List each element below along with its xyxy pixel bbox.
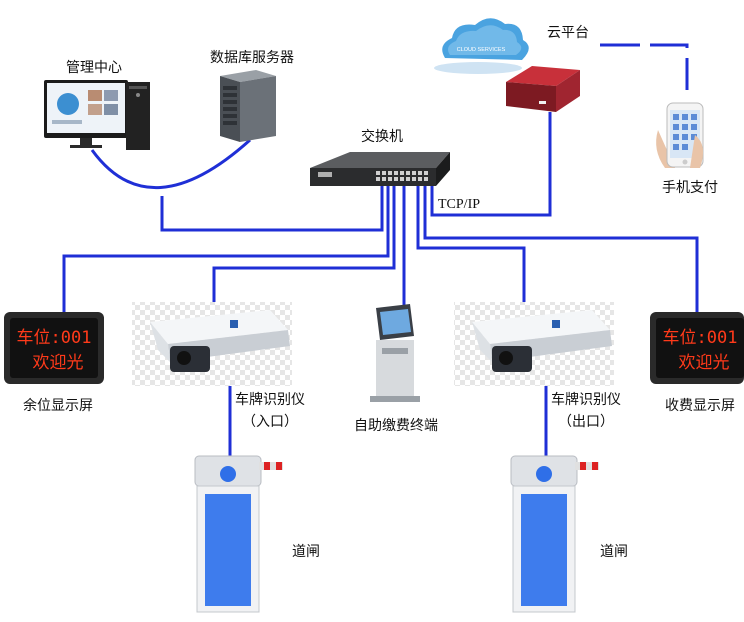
led-display-icon: 车位:001 欢迎光: [650, 312, 744, 384]
label-self-pay-terminal: 自助缴费终端: [354, 418, 438, 434]
led-display-icon: 车位:001 欢迎光: [4, 312, 104, 384]
label-management: 管理中心: [66, 60, 122, 76]
wire-switch-remaining-display: [62, 182, 390, 313]
tower-server-icon: [220, 70, 276, 142]
wire-switch-entrance-camera: [212, 182, 396, 302]
cloud-icon: CLOUD SERVICES: [434, 18, 529, 74]
led-left-line2: 欢迎光: [33, 353, 84, 373]
led-right-line2: 欢迎光: [679, 353, 730, 373]
self-service-kiosk-icon: [370, 304, 420, 402]
label-cloud-platform: 云平台: [547, 25, 589, 41]
barrier-gate-icon: [194, 455, 283, 613]
network-switch-icon: [310, 152, 450, 186]
wire-cloud-phone: [600, 43, 689, 90]
license-plate-camera-icon: [454, 302, 614, 386]
wire-switch-fee-display: [423, 182, 699, 313]
label-mobile-pay: 手机支付: [662, 180, 718, 196]
desktop-computer-icon: [44, 80, 150, 150]
barrier-gate-icon: [510, 455, 599, 613]
label-switch: 交换机: [361, 128, 403, 145]
led-left-line1: 车位:001: [17, 328, 92, 348]
wire-switch-exit-camera: [416, 182, 526, 302]
wire-switch-cloud: [430, 112, 552, 217]
led-right-line1: 车位:001: [663, 328, 738, 348]
license-plate-camera-icon: [132, 302, 292, 386]
label-db-server: 数据库服务器: [210, 50, 294, 66]
router-box-icon: [506, 66, 580, 112]
label-fee-display: 收费显示屏: [665, 398, 735, 414]
label-plate-recognizer-out: 车牌识别仪: [551, 391, 621, 408]
smartphone-icon: [656, 102, 704, 168]
wire-computer-server: [90, 138, 252, 190]
label-tcpip: TCP/IP: [438, 197, 480, 212]
wire-management-switch: [160, 182, 384, 232]
label-plate-recognizer-out-sub: （出口）: [558, 414, 614, 430]
label-plate-recognizer-in-sub: （入口）: [242, 414, 298, 430]
label-plate-recognizer-in: 车牌识别仪: [235, 391, 305, 408]
label-gate-right: 道闸: [600, 544, 628, 560]
label-gate-left: 道闸: [292, 544, 320, 560]
label-remaining-display: 余位显示屏: [23, 397, 93, 414]
cloud-services-text: CLOUD SERVICES: [457, 47, 506, 53]
connection-wires: [62, 43, 699, 460]
